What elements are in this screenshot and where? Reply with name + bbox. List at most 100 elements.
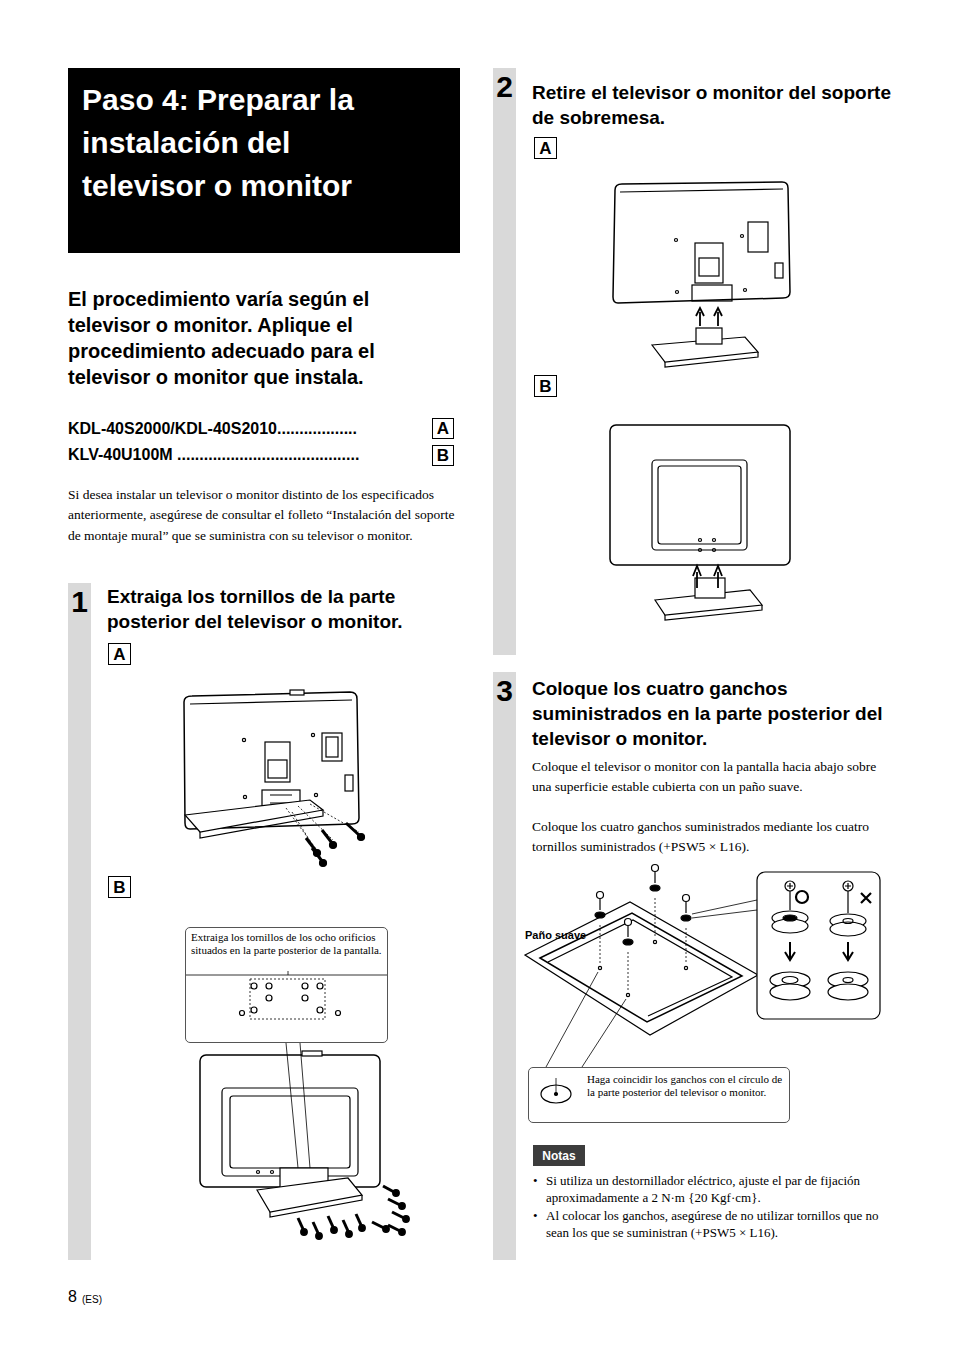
tv-rear-stand-b-part — [200, 1055, 380, 1187]
step-number-bar: 1 — [68, 583, 91, 1260]
screws-part — [313, 1222, 318, 1233]
tv-rear-stand-a-part — [322, 733, 342, 761]
hook-correct — [770, 881, 810, 1000]
tv-rear-stand-a-part — [358, 834, 365, 841]
tv-face-down-hooks-part — [626, 993, 629, 996]
screws-part — [359, 1225, 366, 1232]
tv-face-down-hooks-part — [653, 940, 656, 943]
screws-hooks-part — [599, 899, 600, 910]
hook-wrong-part — [828, 984, 868, 1000]
hook-correct-part — [787, 883, 793, 889]
tv-remove-stand-a-part — [748, 222, 768, 252]
hole-detail-part — [336, 1011, 341, 1016]
node-text: B — [113, 879, 125, 896]
tv-rear-stand-a-part — [286, 804, 359, 860]
tv-remove-stand-a-part — [665, 352, 758, 367]
model-letter-box: B — [432, 445, 454, 466]
step-heading: Extraiga los tornillos de la parte poste… — [107, 584, 467, 634]
tv-remove-stand-b-part — [693, 566, 722, 588]
hook-wrong-part — [861, 893, 871, 903]
title-banner: Paso 4: Preparar la instalación del tele… — [68, 68, 460, 253]
screws-part — [383, 1226, 390, 1233]
body-text: Coloque los cuatro ganchos suministrados… — [532, 817, 890, 858]
node-text: Haga coincidir los ganchos con el círcul… — [587, 1073, 784, 1099]
node-text: Notas — [542, 1149, 575, 1163]
hole-detail — [186, 971, 387, 1168]
tv-remove-stand-a-part — [699, 258, 719, 276]
tv-rear-stand-a-part — [268, 760, 287, 778]
hole-detail-part — [251, 1007, 257, 1013]
screws-hooks-part — [683, 895, 690, 902]
tv-face-down-hooks-part — [757, 872, 880, 1019]
bullet: • — [533, 1207, 545, 1224]
tv-remove-stand-b-part — [713, 549, 716, 552]
screws-part — [399, 1229, 406, 1236]
tv-rear-stand-b-part — [230, 1096, 350, 1168]
model-letter-box: B — [108, 876, 131, 898]
model-letter-box: A — [108, 643, 131, 665]
tv-rear-stand-a-part — [265, 742, 290, 782]
step-heading: Coloque los cuatro ganchos suministrados… — [532, 676, 892, 751]
tv-rear-stand-a-part — [190, 700, 352, 704]
tv-rear-stand-a-part — [311, 733, 314, 736]
screws-hooks-part — [654, 872, 655, 883]
hole-detail-part — [317, 1007, 323, 1013]
screws-part — [343, 1220, 348, 1231]
screws-hooks-part — [685, 902, 686, 913]
screws-hooks — [595, 865, 691, 946]
tv-face-down-hooks-part — [684, 966, 687, 969]
node-text: B — [539, 378, 551, 395]
hole-detail-part — [266, 983, 272, 989]
screws-part — [356, 1214, 361, 1225]
tv-rear-stand-a-part — [345, 775, 353, 791]
tv-rear-stand-b-part — [302, 1051, 322, 1056]
tv-rear-stand-a-part — [322, 830, 332, 843]
hook-correct-part — [796, 891, 808, 903]
screws-hooks-part — [681, 915, 691, 921]
note-text: Al colocar los ganchos, asegúrese de no … — [546, 1207, 886, 1241]
intro-text: El procedimiento varía según el televiso… — [68, 286, 428, 390]
hook-correct-part — [785, 881, 795, 891]
bullet: • — [533, 1172, 545, 1189]
tv-remove-stand-a-part — [775, 263, 783, 278]
tv-face-down-hooks-part — [556, 1078, 557, 1093]
tv-rear-stand-a-part — [243, 795, 246, 798]
tv-rear-stand-a-part — [312, 848, 322, 861]
screws-part — [301, 1229, 308, 1236]
node-text: 2 — [493, 70, 516, 104]
hole-detail-part — [288, 971, 289, 975]
model-letter-box: B — [534, 375, 557, 397]
hook-correct-part — [782, 977, 798, 984]
screws-hooks-part — [652, 865, 659, 872]
tv-rear-stand-b-part — [222, 1088, 358, 1176]
tv-face-down-hooks-part — [692, 900, 757, 918]
tv-rear-stand-a-part — [346, 823, 359, 835]
node-text: A — [113, 646, 125, 663]
tv-rear-stand-b — [200, 1051, 409, 1239]
screws-hooks-part — [625, 919, 632, 926]
tv-rear-stand-b-part — [270, 1195, 362, 1217]
tv-rear-stand-a-part — [200, 810, 323, 838]
body-text: Si desea instalar un televisor o monitor… — [68, 485, 460, 546]
tv-remove-stand-a-part — [695, 243, 723, 283]
node-text: Extraiga los tornillos de los ocho orifi… — [191, 931, 382, 957]
model-letter-box: A — [534, 137, 557, 159]
tv-remove-stand-b-part — [658, 466, 741, 544]
hole-detail-part — [302, 983, 308, 989]
screws-part — [399, 1203, 406, 1210]
hook-wrong-part — [843, 919, 853, 924]
tv-rear-stand-b-part — [257, 1178, 362, 1212]
tv-rear-stand-a-part — [314, 793, 317, 796]
notes-badge: Notas — [533, 1145, 585, 1166]
part-label: Paño suave — [525, 929, 595, 942]
hole-detail-part — [302, 995, 308, 1001]
step-heading: Retire el televisor o monitor del soport… — [532, 80, 892, 130]
screws-hooks-part — [595, 912, 605, 918]
hook-wrong-part — [847, 891, 848, 913]
tv-remove-stand-a-part — [696, 328, 722, 344]
tv-remove-stand-b-part — [610, 425, 790, 565]
tv-remove-stand-b-part — [699, 549, 702, 552]
screws — [298, 1186, 409, 1239]
tv-rear-stand-a-part — [320, 860, 327, 867]
tv-remove-stand-a — [613, 182, 790, 367]
